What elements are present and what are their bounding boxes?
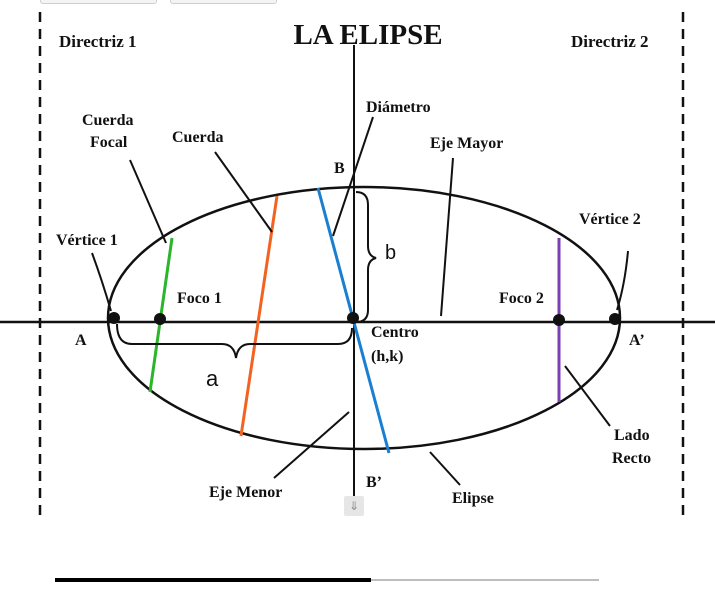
top-tab-1[interactable] <box>40 0 157 4</box>
label-eje-mayor: Eje Mayor <box>430 135 503 152</box>
progress-bar[interactable] <box>55 578 371 582</box>
label-b-length: b <box>385 242 396 264</box>
diagram-title: LA ELIPSE <box>293 19 442 51</box>
label-a-prime: A’ <box>629 332 645 349</box>
progress-track[interactable] <box>371 579 599 581</box>
brace-a <box>116 323 353 359</box>
arrow-vertice-2 <box>616 250 629 311</box>
label-centro: Centro <box>371 324 419 341</box>
arrow-elipse <box>429 451 461 486</box>
label-a-point: A <box>75 332 87 349</box>
focus-1-point <box>154 313 166 325</box>
label-elipse: Elipse <box>452 490 494 507</box>
arrow-cuerda-focal <box>129 159 167 244</box>
vertex-2-point <box>609 313 621 325</box>
label-directriz-2: Directriz 2 <box>571 32 649 51</box>
label-cuerda: Cuerda <box>172 129 224 146</box>
brace-b <box>355 191 377 323</box>
label-cuerda-focal-2: Focal <box>90 134 128 151</box>
label-diametro: Diámetro <box>366 99 431 116</box>
label-eje-menor: Eje Menor <box>209 484 282 501</box>
label-hk: (h,k) <box>371 348 403 365</box>
arrow-eje-mayor <box>440 157 454 317</box>
label-vertice-1: Vértice 1 <box>56 232 118 249</box>
top-tab-2[interactable] <box>170 0 277 4</box>
label-b-point: B <box>334 160 345 177</box>
label-directriz-1: Directriz 1 <box>59 32 137 51</box>
chord <box>239 195 279 437</box>
label-b-prime: B’ <box>366 474 382 491</box>
arrow-lado-recto <box>564 365 611 427</box>
ellipse-curve <box>106 185 622 451</box>
arrow-cuerda <box>214 151 273 233</box>
vertex-1-point <box>108 312 120 324</box>
label-lado: Lado <box>614 427 650 444</box>
chevron-double-icon[interactable]: ⇓ <box>344 496 364 516</box>
label-foco-1: Foco 1 <box>177 290 222 307</box>
arrow-vertice-1 <box>91 252 112 312</box>
label-recto: Recto <box>612 450 651 467</box>
arrow-eje-menor <box>273 411 350 479</box>
focus-2-point <box>553 314 565 326</box>
label-a-length: a <box>206 366 219 391</box>
label-foco-2: Foco 2 <box>499 290 544 307</box>
arrow-diametro <box>332 116 374 237</box>
label-vertice-2: Vértice 2 <box>579 211 641 228</box>
label-cuerda-focal-1: Cuerda <box>82 112 134 129</box>
